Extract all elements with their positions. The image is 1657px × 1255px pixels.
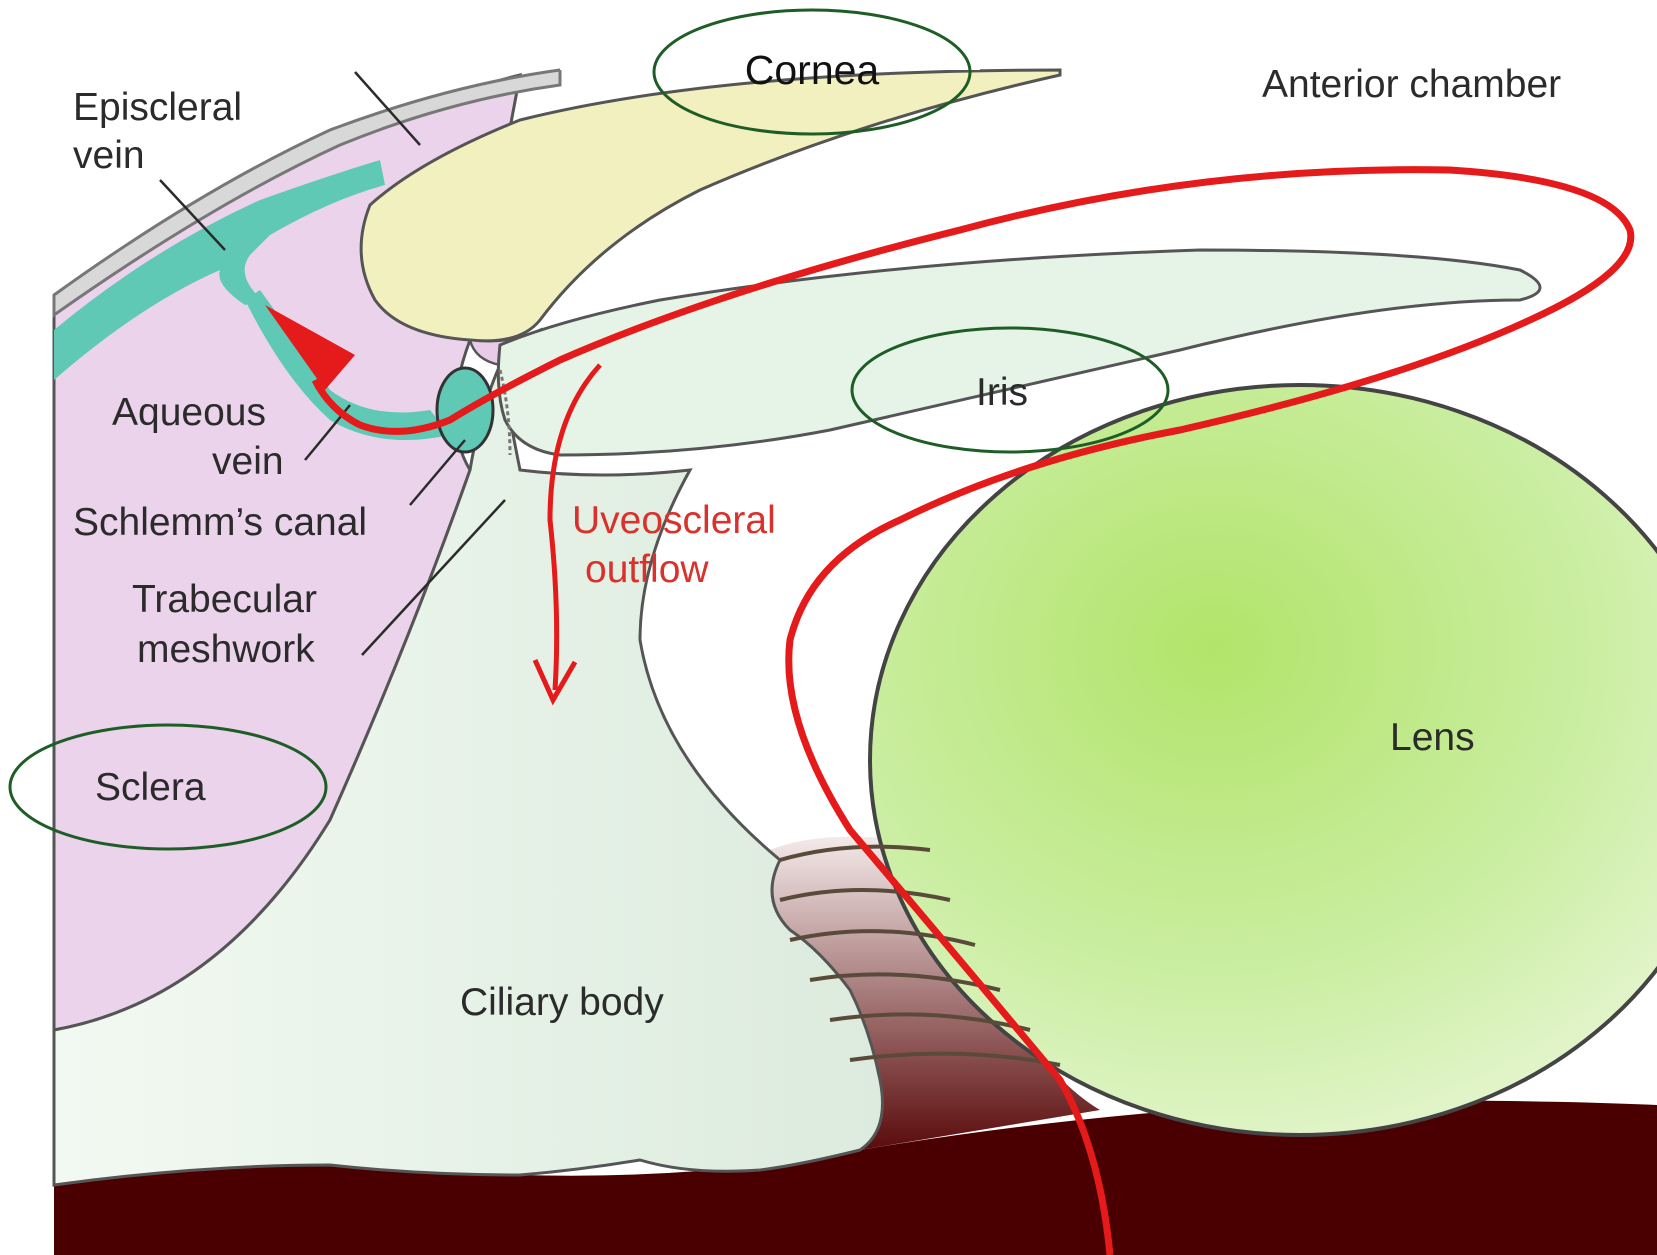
label-iris: Iris: [976, 371, 1028, 414]
label-ciliary-body: Ciliary body: [460, 981, 664, 1024]
label-aqueous-vein-line1: Aqueous: [112, 391, 266, 434]
label-aqueous-vein-line2: vein: [212, 440, 284, 483]
label-sclera: Sclera: [95, 766, 206, 809]
label-anterior-chamber: Anterior chamber: [1262, 63, 1561, 106]
label-cornea: Cornea: [745, 47, 880, 93]
label-schlemms-canal: Schlemm’s canal: [73, 501, 367, 544]
label-trabecular-meshwork-line2: meshwork: [137, 628, 315, 671]
label-episcleral-vein-line2: vein: [73, 134, 145, 177]
label-uveoscleral-outflow-line2: outflow: [585, 548, 709, 591]
label-uveoscleral-outflow-line1: Uveoscleral: [572, 499, 776, 542]
label-episcleral-vein-line1: Episcleral: [73, 86, 242, 129]
label-trabecular-meshwork-line1: Trabecular: [132, 578, 317, 621]
label-lens: Lens: [1390, 716, 1475, 759]
